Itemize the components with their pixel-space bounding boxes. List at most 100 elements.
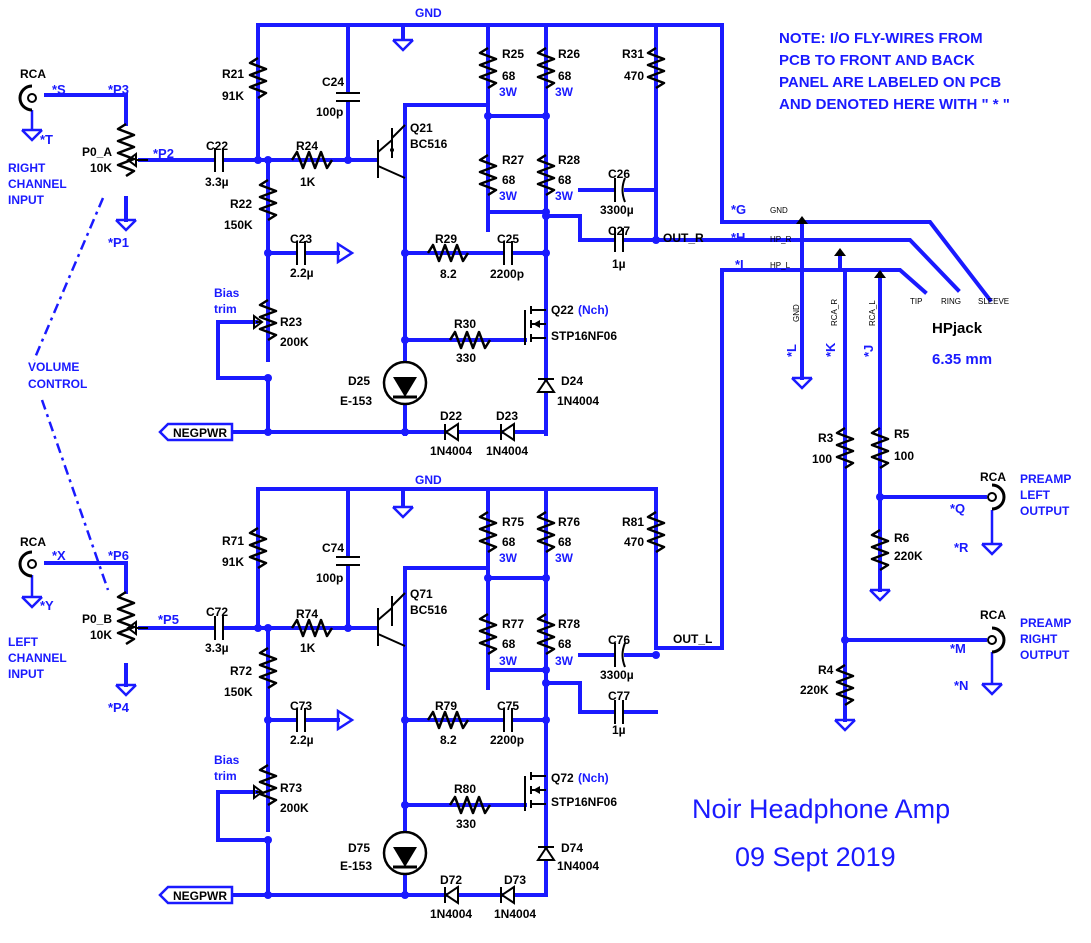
- c26v: 3300µ: [600, 203, 634, 217]
- r25w: 3W: [499, 85, 518, 99]
- pin-y: *Y: [40, 598, 54, 613]
- r24: R24: [296, 139, 318, 153]
- volume-label-2: CONTROL: [28, 377, 87, 391]
- r29v: 8.2: [440, 267, 457, 281]
- pin-x: *X: [52, 548, 66, 563]
- p0b-label: P0_B: [82, 612, 112, 626]
- r72v: 150K: [224, 685, 253, 699]
- r76: R76: [558, 515, 580, 529]
- pin-r: *R: [954, 540, 969, 555]
- labels-preamp: R3 100 R5 100 R6 220K R4 220K RCA *Q *R …: [800, 427, 1071, 697]
- c23v: 2.2µ: [290, 266, 314, 280]
- hpjack-pins: [796, 216, 886, 278]
- preamp-left-2: LEFT: [1020, 488, 1051, 502]
- pin-i: *I: [735, 257, 744, 272]
- rca-left-input: [18, 550, 37, 578]
- r3: R3: [818, 431, 834, 445]
- r28v: 68: [558, 173, 572, 187]
- q21: Q21: [410, 121, 433, 135]
- rca-right-label: RCA: [20, 67, 46, 81]
- r3v: 100: [812, 452, 832, 466]
- c73: C73: [290, 699, 312, 713]
- preamp-left-1: PREAMP: [1020, 472, 1071, 486]
- rca-q-label: RCA: [980, 470, 1006, 484]
- pin-p6: *P6: [108, 548, 129, 563]
- schematic-title: Noir Headphone Amp: [692, 794, 950, 824]
- jack-sleeve: SLEEVE: [978, 297, 1009, 306]
- q22n: (Nch): [578, 303, 609, 317]
- r28: R28: [558, 153, 580, 167]
- d75: D75: [348, 841, 370, 855]
- r5v: 100: [894, 449, 914, 463]
- r22: R22: [230, 197, 252, 211]
- q22: Q22: [551, 303, 574, 317]
- c25v: 2200p: [490, 267, 524, 281]
- capacitors: [214, 92, 626, 732]
- pin-p5: *P5: [158, 612, 179, 627]
- r30: R30: [454, 317, 476, 331]
- r30v: 330: [456, 351, 476, 365]
- right-in-1: RIGHT: [8, 161, 46, 175]
- r77v: 68: [502, 637, 516, 651]
- rca-m-label: RCA: [980, 608, 1006, 622]
- labels-top-channel: R21 91K R22 150K R23 200K R24 1K R25 68 …: [205, 47, 644, 458]
- r26v: 68: [558, 69, 572, 83]
- labels-misc: GND GND NEGPWR NEGPWR OUT_R OUT_L VOLUME…: [28, 6, 712, 903]
- jack-ring: RING: [941, 297, 961, 306]
- left-in-2: CHANNEL: [8, 651, 67, 665]
- d73v: 1N4004: [494, 907, 536, 921]
- note-line-1: NOTE: I/O FLY-WIRES FROM: [779, 30, 983, 47]
- gnd-bottom-label: GND: [415, 473, 442, 487]
- preamp-right-1: PREAMP: [1020, 616, 1071, 630]
- preamp-right-2: RIGHT: [1020, 632, 1058, 646]
- c77: C77: [608, 689, 630, 703]
- r26w: 3W: [555, 85, 574, 99]
- r73: R73: [280, 781, 302, 795]
- labels-hpjack: *G *H *I GND HP_R HP_L TIP RING SLEEVE G…: [731, 202, 1009, 368]
- c27: C27: [608, 224, 630, 238]
- r22v: 150K: [224, 218, 253, 232]
- r75v: 68: [502, 535, 516, 549]
- r25v: 68: [502, 69, 516, 83]
- c72v: 3.3µ: [205, 641, 229, 655]
- d22v: 1N4004: [430, 444, 472, 458]
- d22: D22: [440, 409, 462, 423]
- pin-p3: *P3: [108, 82, 129, 97]
- pin-p1: *P1: [108, 235, 129, 250]
- c74: C74: [322, 541, 344, 555]
- c25: C25: [497, 232, 519, 246]
- r23v: 200K: [280, 335, 309, 349]
- right-in-3: INPUT: [8, 193, 45, 207]
- ground-symbols: [20, 38, 1004, 732]
- c26: C26: [608, 167, 630, 181]
- r71v: 91K: [222, 555, 244, 569]
- q22v: STP16NF06: [551, 329, 617, 343]
- bias-top-1: Bias: [214, 286, 240, 300]
- potentiometer-wipers: [126, 152, 264, 800]
- hpjack-size: 6.35 mm: [932, 351, 992, 368]
- schematic-date: 09 Sept 2019: [735, 842, 896, 872]
- r77w: 3W: [499, 654, 518, 668]
- c24: C24: [322, 75, 344, 89]
- r31: R31: [622, 47, 644, 61]
- d75v: E-153: [340, 859, 372, 873]
- vertical-rca-r: RCA_R: [830, 299, 839, 326]
- negpwr-bottom-label: NEGPWR: [173, 889, 227, 903]
- pin-q: *Q: [950, 501, 965, 516]
- r6: R6: [894, 531, 910, 545]
- hpjack-name: HPjack: [932, 320, 983, 337]
- q72n: (Nch): [578, 771, 609, 785]
- r21: R21: [222, 67, 244, 81]
- top-channel-wires: [44, 23, 807, 436]
- r74v: 1K: [300, 641, 316, 655]
- r6v: 220K: [894, 549, 923, 563]
- r76v: 68: [558, 535, 572, 549]
- negpwr-tags: [158, 422, 234, 905]
- diodes: [382, 360, 556, 905]
- jack-tip: TIP: [910, 297, 922, 306]
- d72: D72: [440, 873, 462, 887]
- p0a-val: 10K: [90, 161, 112, 175]
- note-line-2: PCB TO FRONT AND BACK: [779, 52, 975, 69]
- negpwr-top-label: NEGPWR: [173, 426, 227, 440]
